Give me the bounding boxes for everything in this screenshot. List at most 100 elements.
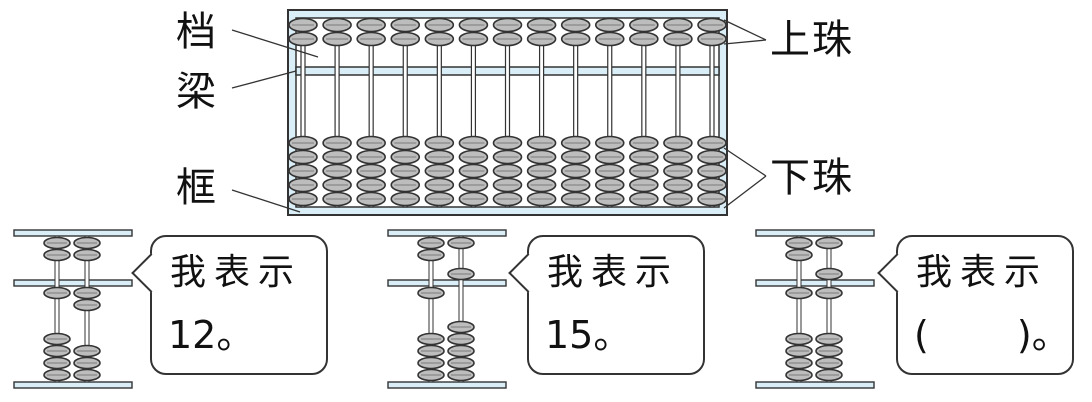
bead [424, 163, 455, 179]
small-abacus-beam [13, 279, 133, 287]
bead [73, 236, 101, 250]
bead [390, 31, 421, 47]
bead [560, 149, 591, 165]
small-abacus-rod [826, 235, 832, 383]
bead [785, 332, 813, 346]
bead [560, 17, 591, 33]
bead [43, 286, 71, 300]
bead [73, 248, 101, 262]
bead [663, 31, 693, 47]
label-frame: 框 [176, 165, 218, 211]
bead [322, 135, 352, 151]
bead [815, 368, 843, 382]
bead [356, 149, 386, 165]
bead [322, 177, 352, 193]
bead [458, 163, 489, 179]
bead [390, 191, 421, 207]
bead [447, 267, 475, 281]
label-leader-lines [231, 19, 767, 213]
bead [594, 177, 625, 193]
leader-line [723, 175, 767, 209]
bead [417, 332, 445, 346]
bead [356, 17, 386, 33]
leader-line [723, 19, 767, 41]
bead [663, 17, 693, 33]
bead [43, 356, 71, 370]
speech-bubble-2: 我表示 15。 [508, 235, 705, 375]
bead [697, 163, 727, 179]
bead [390, 135, 421, 151]
bead [424, 17, 455, 33]
small-abacus-bottom-bar [755, 381, 875, 389]
bead [492, 17, 523, 33]
bead [594, 135, 625, 151]
bead [322, 31, 352, 47]
bead [629, 177, 659, 193]
bead [785, 286, 813, 300]
bead [492, 163, 523, 179]
bead [815, 344, 843, 358]
bead [322, 191, 352, 207]
bead [785, 248, 813, 262]
bead [629, 163, 659, 179]
bead [594, 17, 625, 33]
bead [43, 332, 71, 346]
bead [288, 149, 318, 165]
bead [697, 177, 727, 193]
bead [697, 191, 727, 207]
label-rod: 档 [176, 9, 218, 55]
bead [663, 191, 693, 207]
small-abacus [755, 229, 875, 389]
bead [424, 191, 455, 207]
label-lower-beads: 下珠 [770, 155, 854, 201]
small-abacus-top-bar [755, 229, 875, 237]
bead [663, 163, 693, 179]
bead [815, 356, 843, 370]
bead [458, 177, 489, 193]
bead [43, 368, 71, 382]
bead [815, 332, 843, 346]
bead [288, 177, 318, 193]
bubble-text-line2: ( )。 [914, 313, 1070, 357]
bead [322, 163, 352, 179]
leader-line [231, 70, 297, 89]
bead [73, 368, 101, 382]
bead [424, 149, 455, 165]
small-abacus [387, 229, 507, 389]
bead [43, 236, 71, 250]
bead [73, 344, 101, 358]
bead [815, 236, 843, 250]
bead [417, 248, 445, 262]
bead [356, 177, 386, 193]
bead [594, 163, 625, 179]
bead [424, 177, 455, 193]
bead [417, 286, 445, 300]
bead [288, 31, 318, 47]
bead [73, 356, 101, 370]
label-upper-beads: 上珠 [770, 17, 854, 63]
bubble-text-line1: 我表示 [916, 252, 1049, 293]
label-beam: 梁 [176, 69, 218, 115]
bead [458, 149, 489, 165]
bead [492, 149, 523, 165]
bead [594, 149, 625, 165]
bead [560, 31, 591, 47]
bead [288, 191, 318, 207]
bead [815, 286, 843, 300]
bead [697, 135, 727, 151]
small-abacus-top-bar [387, 229, 507, 237]
bead [288, 17, 318, 33]
bead [492, 31, 523, 47]
bead [785, 368, 813, 382]
bead [815, 267, 843, 281]
small-abacus-top-bar [13, 229, 133, 237]
bead [629, 31, 659, 47]
bubble-text-line2: 15。 [545, 313, 632, 357]
bead [447, 332, 475, 346]
bead [594, 191, 625, 207]
small-abaci [13, 229, 875, 389]
bead [417, 356, 445, 370]
small-abacus-bottom-bar [13, 381, 133, 389]
small-abacus-bottom-bar [387, 381, 507, 389]
bead [526, 177, 557, 193]
